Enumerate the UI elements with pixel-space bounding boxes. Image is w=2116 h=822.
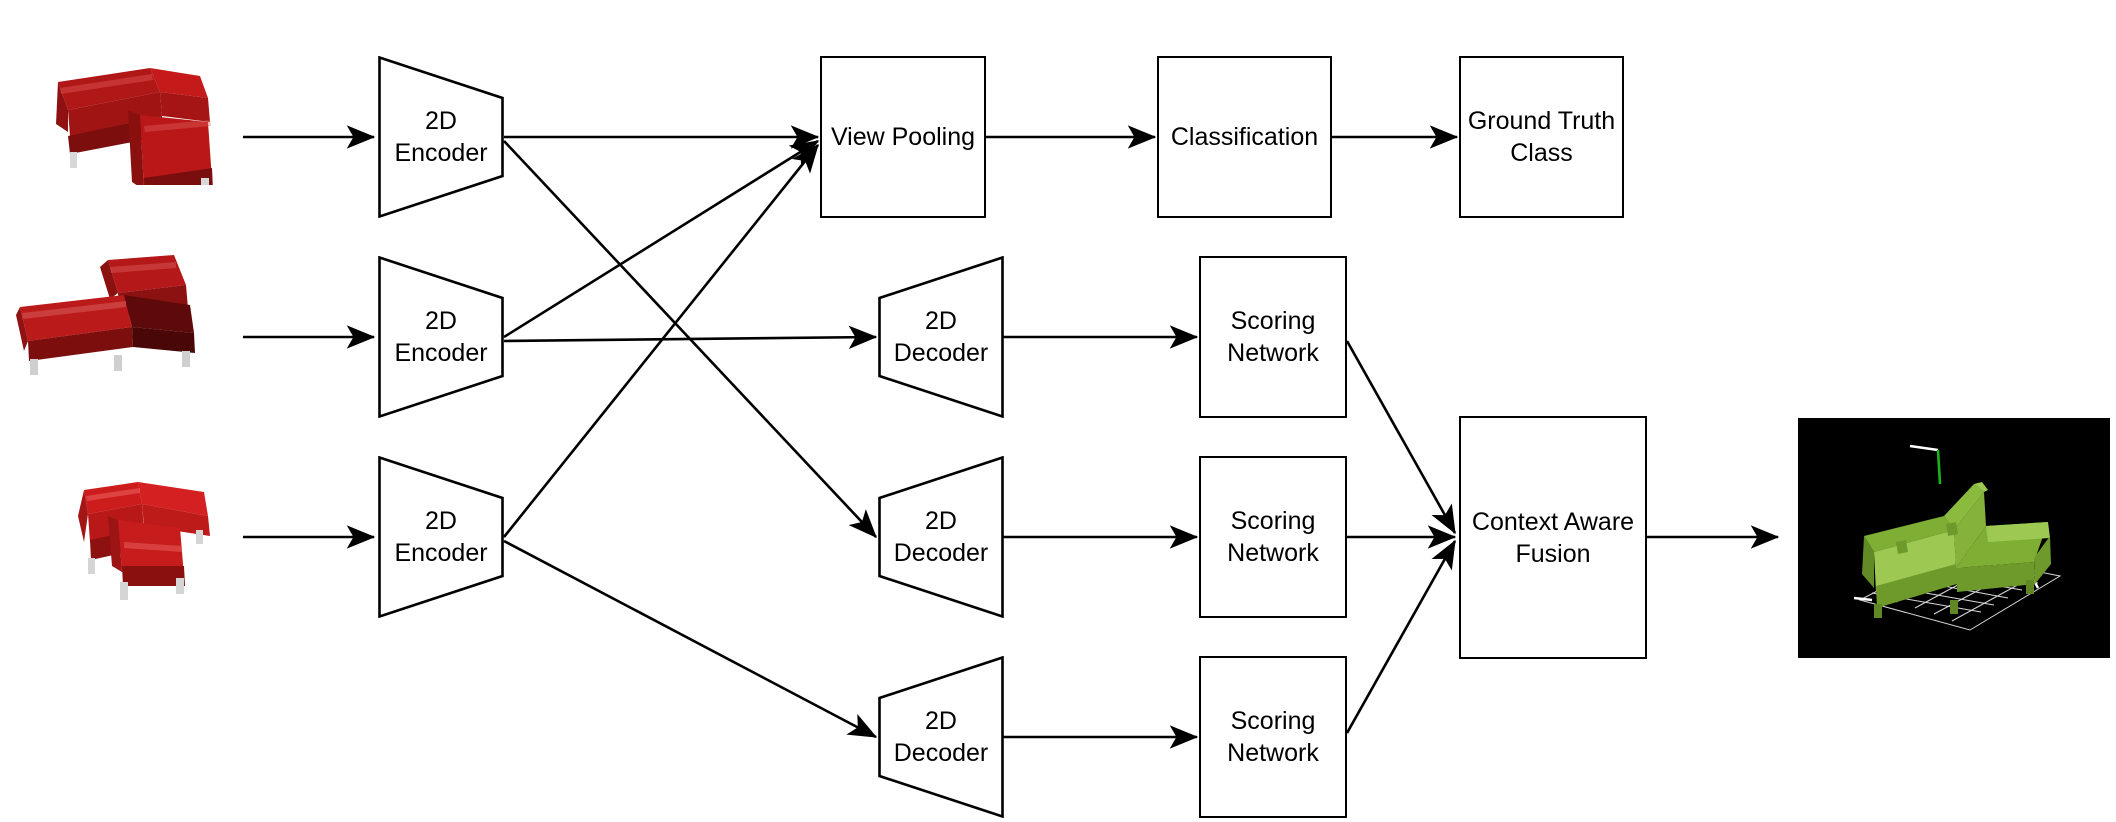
node-label: 2D Encoder <box>394 107 488 167</box>
node-scoring-network-1[interactable]: Scoring Network <box>1199 256 1347 418</box>
node-classification[interactable]: Classification <box>1157 56 1332 218</box>
wire-encoder3-viewpooling <box>502 143 820 538</box>
wire-scoring3-fusion <box>1345 539 1457 734</box>
input-view-2 <box>14 255 229 380</box>
node-label: View Pooling <box>830 123 976 151</box>
node-2d-decoder-3[interactable]: 2D Decoder <box>878 656 1004 818</box>
node-context-aware-fusion[interactable]: Context Aware Fusion <box>1459 416 1647 659</box>
node-label: Ground Truth Class <box>1467 107 1616 167</box>
trapezoid-shape <box>878 456 1004 618</box>
node-label: 2D Encoder <box>394 507 488 567</box>
wire-scoring1-fusion <box>1345 340 1457 535</box>
node-scoring-network-2[interactable]: Scoring Network <box>1199 456 1347 618</box>
node-label: 2D Decoder <box>893 307 989 367</box>
output-reconstruction <box>1798 418 2110 658</box>
node-scoring-network-3[interactable]: Scoring Network <box>1199 656 1347 818</box>
node-2d-decoder-1[interactable]: 2D Decoder <box>878 256 1004 418</box>
trapezoid-shape <box>878 656 1004 818</box>
node-label: 2D Decoder <box>893 507 989 567</box>
node-2d-encoder-3[interactable]: 2D Encoder <box>378 456 504 618</box>
node-ground-truth-class[interactable]: Ground Truth Class <box>1459 56 1624 218</box>
node-label: Scoring Network <box>1227 307 1319 367</box>
node-label: Classification <box>1170 123 1319 151</box>
node-2d-decoder-2[interactable]: 2D Decoder <box>878 456 1004 618</box>
input-view-1 <box>40 40 240 185</box>
input-view-3 <box>58 466 228 606</box>
node-label: Scoring Network <box>1227 707 1319 767</box>
node-2d-encoder-1[interactable]: 2D Encoder <box>378 56 504 218</box>
node-label: Scoring Network <box>1227 507 1319 567</box>
wire-encoder2-decoder1 <box>503 325 878 349</box>
trapezoid-shape <box>378 256 504 418</box>
node-2d-encoder-2[interactable]: 2D Encoder <box>378 256 504 418</box>
node-label: 2D Decoder <box>893 707 989 767</box>
node-label: 2D Encoder <box>394 307 488 367</box>
wire-encoder3-decoder3 <box>503 539 878 739</box>
trapezoid-shape <box>378 56 504 218</box>
trapezoid-shape <box>878 256 1004 418</box>
node-label: Context Aware Fusion <box>1471 507 1635 568</box>
wire-encoder2-viewpooling <box>503 139 820 339</box>
trapezoid-shape <box>378 456 504 618</box>
node-view-pooling[interactable]: View Pooling <box>820 56 986 218</box>
